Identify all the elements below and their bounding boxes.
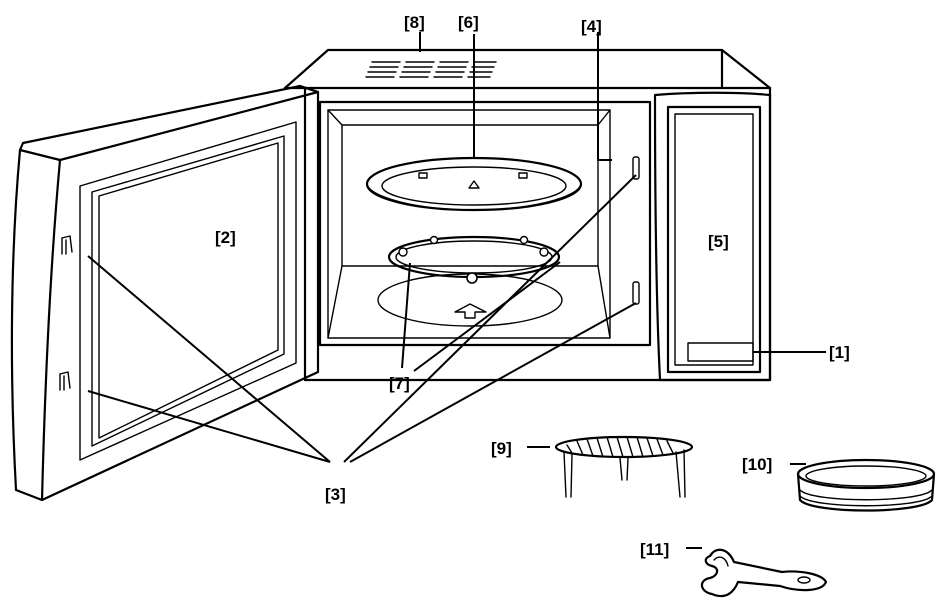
leader-3b [87,390,331,463]
label-handle: [11] [640,540,669,559]
door-hooks [59,235,73,391]
leader-3a [87,255,331,463]
crisp-plate [796,458,936,512]
microwave-cabinet [283,48,772,382]
leader-3c [343,174,637,463]
label-waveguide-cover: [4] [581,17,602,36]
label-grill-rack: [9] [491,439,512,458]
label-control-panel: [5] [708,232,729,251]
leader-3d [349,302,637,463]
label-door-latches: [3] [325,485,346,504]
top-vents [365,61,497,78]
leader-4 [597,32,612,161]
leader-7a [401,262,411,369]
microwave-door [10,84,320,502]
label-crisp-plate: [10] [742,455,772,474]
leader-lines [87,32,826,549]
plate-handle [700,548,828,598]
part-labels: [8] [6] [4] [2] [5] [1] [7] [3] [9] [10]… [215,13,850,559]
latch-holes [632,156,640,305]
label-control-display: [1] [829,343,850,362]
grill-rack [554,435,694,498]
oven-cavity [318,100,652,347]
leader-7b [413,261,561,372]
label-roller-ring: [7] [389,374,410,393]
label-vents: [8] [404,13,425,32]
glass-tray [365,156,583,212]
label-glass-tray: [6] [458,13,479,32]
label-door-window: [2] [215,228,236,247]
